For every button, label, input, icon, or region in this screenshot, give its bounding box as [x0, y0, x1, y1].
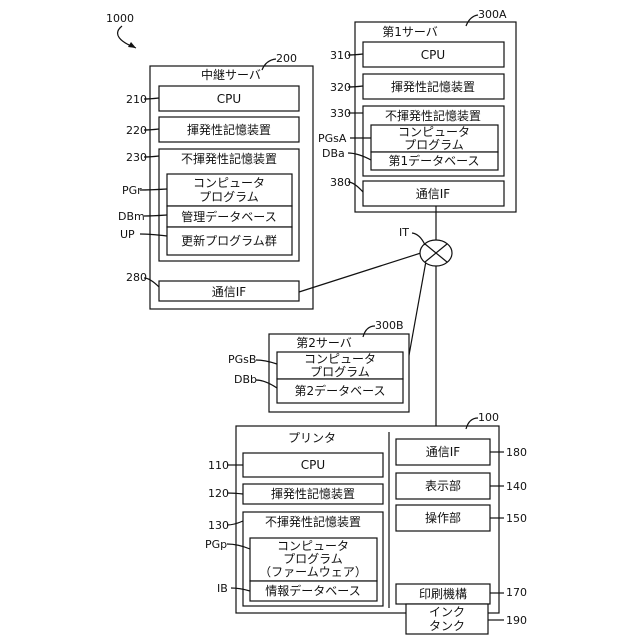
server1-cpu-label: CPU: [421, 48, 445, 62]
printer-volatile-label: 揮発性記憶装置: [271, 486, 355, 501]
printer-ref: 100: [478, 411, 499, 424]
server1-volatile-ref: 320: [330, 81, 351, 94]
server1-nonvolatile-ref: 330: [330, 107, 351, 120]
printer-print-ref: 170: [506, 586, 527, 599]
printer-info-ref: IB: [217, 582, 228, 595]
server1-cpu-ref: 310: [330, 49, 351, 62]
relay-program-ref: PGr: [122, 184, 142, 197]
relay-db-label: 管理データベース: [181, 209, 276, 224]
ink-tank-line2: タンク: [429, 619, 465, 633]
printer-title: プリンタ: [288, 431, 336, 445]
printer-cpu-ref: 110: [208, 459, 229, 472]
relay-comm-ref: 280: [126, 271, 147, 284]
server1-program-line1: コンピュータ: [398, 125, 470, 139]
printer-volatile-leader: [227, 493, 243, 494]
relay-program-line2: プログラム: [199, 190, 259, 204]
relay-update-label: 更新プログラム群: [181, 233, 277, 248]
relay-nonvolatile-label: 不揮発性記憶装置: [181, 151, 277, 166]
server2-block: 第2サーバ 300B コンピュータ プログラム PGsB 第2データベース DB…: [228, 319, 409, 412]
ink-tank-ref: 190: [506, 614, 527, 627]
printer-print-label: 印刷機構: [419, 586, 467, 601]
printer-nonvolatile-ref: 130: [208, 519, 229, 532]
relay-server-title: 中継サーバ: [201, 67, 261, 82]
server1-program-line2: プログラム: [404, 138, 464, 152]
server2-program-line1: コンピュータ: [304, 352, 376, 366]
ink-tank-line1: インク: [429, 605, 465, 619]
relay-cpu-label: CPU: [217, 92, 241, 106]
link-relay-network: [299, 252, 424, 292]
server2-db-ref: DBb: [234, 373, 257, 386]
figure-ref-label: 1000: [106, 12, 134, 25]
relay-server-ref: 200: [276, 52, 297, 65]
relay-update-ref: UP: [120, 228, 135, 241]
printer-program-line3: （ファームウェア）: [259, 565, 367, 579]
server1-program-ref: PGsA: [318, 132, 347, 145]
printer-cpu-label: CPU: [301, 458, 325, 472]
server1-volatile-label: 揮発性記憶装置: [391, 79, 475, 94]
relay-db-ref: DBm: [118, 210, 145, 223]
relay-nonvolatile-ref: 230: [126, 151, 147, 164]
printer-volatile-ref: 120: [208, 487, 229, 500]
printer-display-label: 表示部: [425, 478, 461, 493]
relay-server-block: 中継サーバ 200 CPU 210 揮発性記憶装置 220 不揮発性記憶装置 2…: [118, 52, 313, 309]
printer-block: プリンタ 100 CPU 110 揮発性記憶装置 120 不揮発性記憶装置 13…: [205, 411, 527, 634]
server1-title: 第1サーバ: [382, 25, 438, 39]
printer-comm-label: 通信IF: [426, 445, 461, 459]
relay-cpu-ref: 210: [126, 93, 147, 106]
server2-title: 第2サーバ: [296, 336, 352, 350]
server1-nonvolatile-label: 不揮発性記憶装置: [385, 108, 481, 123]
server1-db-label: 第1データベース: [388, 153, 479, 168]
printer-comm-ref: 180: [506, 446, 527, 459]
printer-operation-ref: 150: [506, 512, 527, 525]
network-ref: IT: [399, 226, 409, 239]
relay-volatile-ref: 220: [126, 124, 147, 137]
server1-comm-label: 通信IF: [416, 187, 451, 201]
server2-db-label: 第2データベース: [294, 383, 385, 398]
printer-nonvolatile-label: 不揮発性記憶装置: [265, 514, 361, 529]
printer-operation-label: 操作部: [425, 510, 461, 525]
network-ref-leader: [412, 233, 425, 245]
server1-comm-ref: 380: [330, 176, 351, 189]
server1-block: 第1サーバ 300A CPU 310 揮発性記憶装置 320 不揮発性記憶装置 …: [318, 8, 516, 212]
relay-program-line1: コンピュータ: [193, 176, 265, 190]
relay-volatile-label: 揮発性記憶装置: [187, 122, 271, 137]
server1-ref: 300A: [478, 8, 507, 21]
printer-program-line2: プログラム: [283, 552, 343, 566]
relay-comm-label: 通信IF: [212, 285, 247, 299]
server2-program-ref: PGsB: [228, 353, 256, 366]
printer-program-line1: コンピュータ: [277, 539, 349, 553]
server1-db-ref: DBa: [322, 147, 345, 160]
printer-program-ref: PGp: [205, 538, 227, 551]
printer-info-label: 情報データベース: [265, 583, 360, 598]
server2-ref: 300B: [375, 319, 404, 332]
server2-program-line2: プログラム: [310, 365, 370, 379]
printer-display-ref: 140: [506, 480, 527, 493]
